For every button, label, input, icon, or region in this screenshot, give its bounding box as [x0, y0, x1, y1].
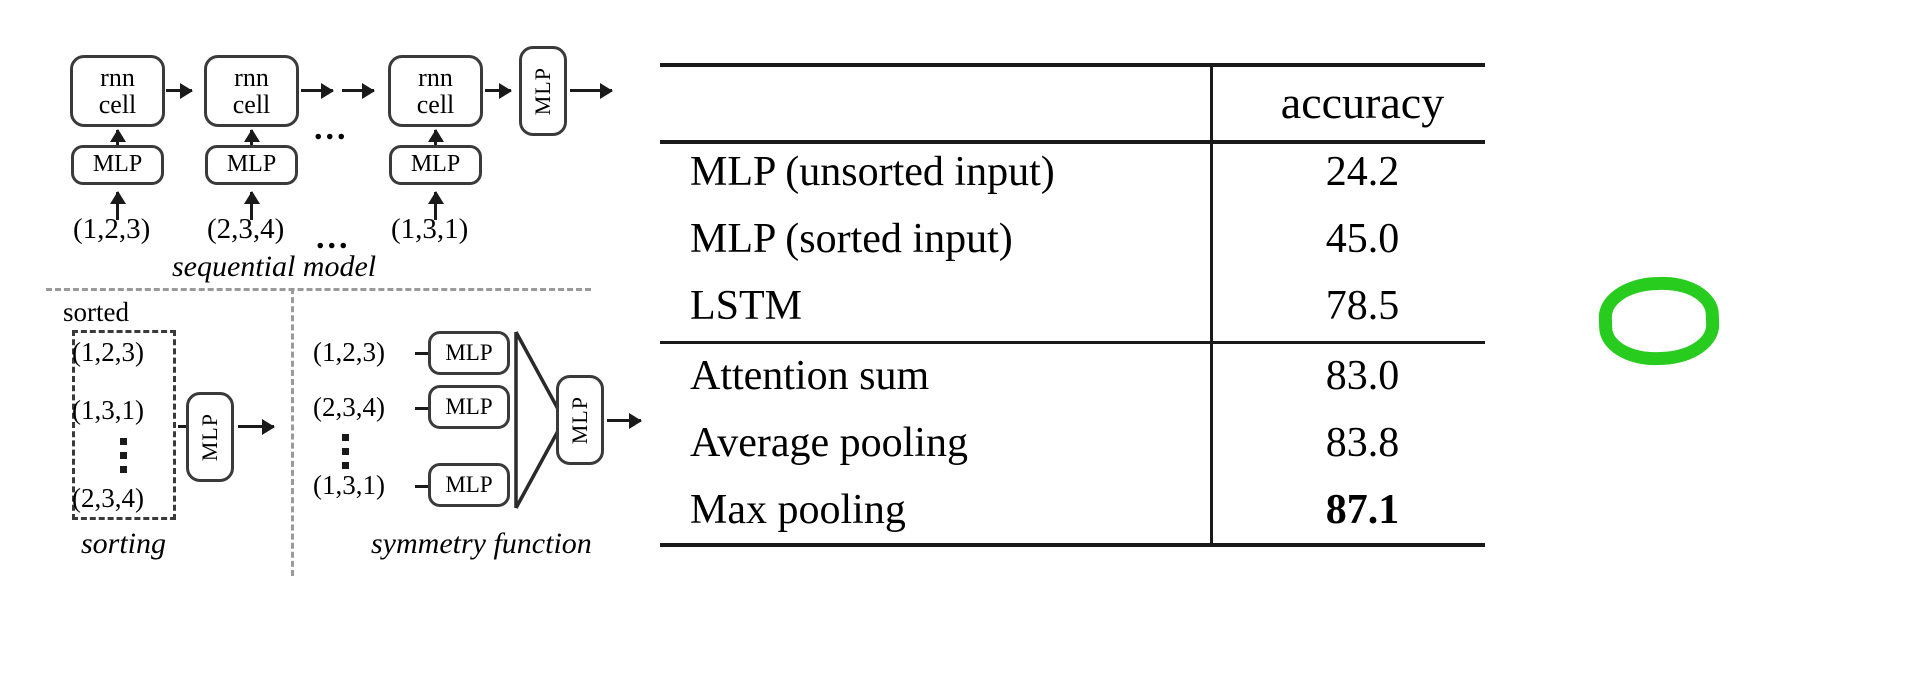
arrow-sequential-output [570, 89, 612, 92]
table-top-rule [660, 63, 1485, 67]
symmetry-mlp-box-3: MLP [428, 463, 510, 507]
table-row-label: Attention sum [690, 353, 930, 399]
table-row-value: 83.8 [1325, 420, 1400, 466]
sequential-mlp-box-1: MLP [71, 145, 164, 185]
symmetry-mlp-box-1: MLP [428, 331, 510, 375]
sorting-caption: sorting [81, 527, 167, 560]
rnn-cell-line1: rnn [418, 62, 453, 92]
highlight-circle-annotation-icon [1597, 274, 1721, 368]
panel-divider-horizontal [46, 288, 591, 291]
table-bottom-rule [660, 543, 1485, 547]
table-row-label: MLP (unsorted input) [690, 149, 1055, 195]
table-header-rule [660, 140, 1485, 144]
rnn-cell-line2: cell [98, 90, 137, 119]
sequential-input-tuple-1: (1,2,3) [73, 213, 151, 245]
table-row-label: Max pooling [690, 487, 906, 533]
symmetry-item-3: (1,3,1) [313, 470, 385, 500]
arrow-symmetry-output [607, 419, 641, 422]
symmetry-vertical-ellipsis-icon [342, 434, 349, 469]
sequential-input-tuple-3: (1,3,1) [391, 213, 469, 245]
rnn-cell-box-3: rnn cell [388, 55, 483, 127]
rnn-cell-line1: rnn [100, 62, 135, 92]
sorting-item-2: (1,3,1) [72, 395, 144, 425]
symmetry-mlp-label: MLP [445, 393, 493, 419]
table-mid-rule [660, 341, 1485, 344]
arrow-input2-mlp2 [250, 192, 253, 220]
symmetry-item-1: (1,2,3) [313, 337, 385, 367]
sorted-items-dashed-box [72, 330, 176, 520]
sequential-mlp-label: MLP [410, 151, 461, 178]
table-row-label: MLP (sorted input) [690, 216, 1013, 262]
sequence-ellipsis-icon: ... [314, 110, 349, 147]
rnn-cell-line2: cell [232, 90, 271, 119]
sorting-item-1: (1,2,3) [72, 337, 144, 367]
sequential-mlp-label: MLP [226, 151, 277, 178]
table-row-label: Average pooling [690, 420, 968, 466]
sorting-vertical-ellipsis-icon [120, 438, 127, 473]
arrow-rnn1-rnn2 [166, 89, 192, 92]
rnn-cell-line1: rnn [234, 62, 269, 92]
table-row-value: 83.0 [1325, 353, 1400, 399]
sequential-mlp-label: MLP [92, 151, 143, 178]
arrow-sorting-output [238, 425, 274, 428]
table-row-value: 87.1 [1325, 487, 1400, 533]
sequential-mlp-box-2: MLP [205, 145, 298, 185]
arrow-rnn2-dots [301, 89, 333, 92]
symmetry-function-caption: symmetry function [371, 527, 592, 560]
symmetry-mlp-box-2: MLP [428, 385, 510, 429]
symmetry-output-mlp-box: MLP [556, 375, 604, 465]
table-header-accuracy: accuracy [1280, 77, 1445, 128]
sequential-input-tuple-2: (2,3,4) [207, 213, 285, 245]
sequential-output-mlp-label: MLP [530, 66, 556, 116]
arrow-input3-mlp3 [434, 192, 437, 220]
symmetry-output-mlp-label: MLP [567, 395, 593, 445]
sorted-label: sorted [63, 297, 129, 327]
sorting-mlp-box: MLP [186, 392, 234, 482]
sorting-item-3: (2,3,4) [72, 483, 144, 513]
table-row-value: 78.5 [1325, 283, 1400, 329]
arrow-dots-rnn3 [342, 89, 374, 92]
table-column-divider [1210, 63, 1213, 547]
symmetry-mlp-label: MLP [445, 339, 493, 365]
sequential-model-caption: sequential model [172, 250, 377, 283]
table-row-value: 45.0 [1325, 216, 1400, 262]
table-row-label: LSTM [690, 283, 803, 329]
sorting-mlp-label: MLP [197, 412, 223, 462]
panel-divider-vertical [291, 288, 294, 576]
rnn-cell-box-2: rnn cell [204, 55, 299, 127]
symmetry-mlp-label: MLP [445, 471, 493, 497]
rnn-cell-box-1: rnn cell [70, 55, 165, 127]
symmetry-item-2: (2,3,4) [313, 392, 385, 422]
arrow-rnn3-outmlp [485, 89, 511, 92]
sequential-mlp-box-3: MLP [389, 145, 482, 185]
rnn-cell-line2: cell [416, 90, 455, 119]
sequential-output-mlp-box: MLP [519, 46, 567, 136]
arrow-input1-mlp1 [116, 192, 119, 220]
input-ellipsis-icon: ... [316, 219, 351, 256]
table-row-value: 24.2 [1325, 149, 1400, 195]
